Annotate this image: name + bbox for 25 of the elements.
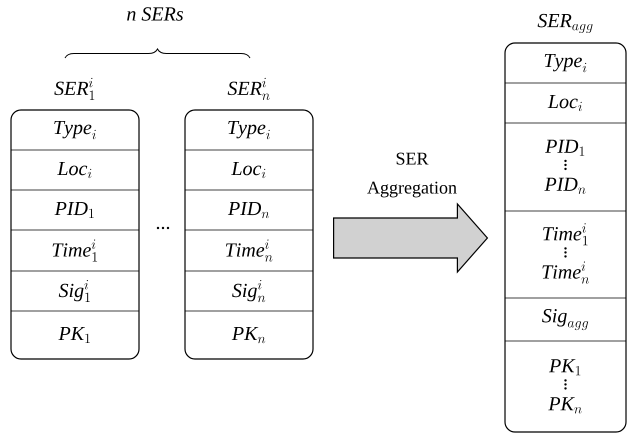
node-label: $\mathit{SER}_{1}^{i}$: [54, 78, 94, 100]
field-cell: $\mathit{Type}_{i}$: [228, 120, 270, 140]
block-arrow: [333, 202, 488, 274]
field-cell: $\begin{array}{c}\mathit{PK}_{1}\\[-7pt]\vdots\\[-3pt]\mathit{PK}_{n}\end{array}$: [548, 359, 582, 414]
ellipsis-text: ...: [156, 226, 170, 230]
field-cell: $\mathit{Type}_{i}$: [54, 120, 96, 140]
field-cell: $\mathit{Time}_{1}^{i}$: [52, 240, 98, 262]
field-cell: $\mathit{PK}_{1}$: [58, 326, 90, 344]
heading-text: n SERs: [127, 7, 184, 21]
field-cell: $\mathit{PK}_{n}$: [232, 326, 266, 344]
field-cell: $\mathit{Loc}_{i}$: [231, 162, 266, 178]
edge-label: SER Aggregation: [367, 152, 457, 198]
field-cell: $\mathit{Sig}_{n}^{i}$: [232, 280, 266, 302]
field-cell: $\mathit{Sig}_{agg}$: [542, 309, 588, 330]
field-cell: $\mathit{Loc}_{i}$: [57, 162, 92, 178]
field-cell: $\mathit{Type}_{i}$: [544, 54, 586, 72]
field-cell: $\mathit{PID}_{n}$: [228, 202, 270, 218]
node-label: $\mathit{SER}_{agg}$: [538, 14, 593, 33]
field-cell: $\begin{array}{c}\mathit{Time}_{1}^{i}\\[-7pt]\vdots\\[-3pt]\mathit{Time}_{n}^{i}\end{array}$: [542, 223, 589, 284]
field-cell: $\mathit{Sig}_{1}^{i}$: [58, 280, 90, 302]
field-cell: $\mathit{Loc}_{i}$: [548, 94, 582, 112]
node-label: $\mathit{SER}_{n}^{i}$: [228, 78, 270, 100]
field-cell: $\mathit{Time}_{n}^{i}$: [226, 240, 272, 262]
field-cell: $\begin{array}{c}\mathit{PID}_{1}\\[-7pt]\vdots\\[-3pt]\mathit{PID}_{n}\end{array}$: [544, 140, 586, 194]
field-cell: $\mathit{PID}_{1}$: [54, 202, 94, 218]
